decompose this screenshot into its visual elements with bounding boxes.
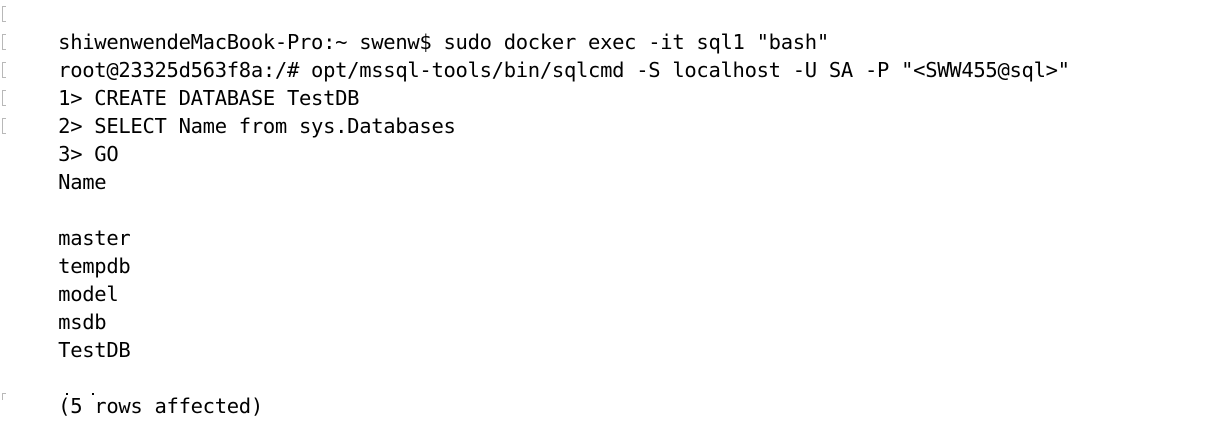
blank-line [0, 336, 1214, 364]
line-marker [2, 6, 6, 22]
clipped-glyph [92, 393, 94, 395]
line-text: tempdb [58, 254, 131, 278]
result-row: model [0, 252, 1214, 306]
result-divider: ----------------------------------------… [0, 168, 1214, 196]
line-marker [2, 393, 6, 400]
sql-line-3: 3> GO [0, 112, 1214, 166]
sql-line-2: 2> SELECT Name from sys.Databases [0, 84, 1214, 138]
result-row: tempdb [0, 224, 1214, 278]
sql-line-1: 1> CREATE DATABASE TestDB [0, 56, 1214, 110]
result-row: TestDB [0, 308, 1214, 362]
line-text: msdb [58, 310, 107, 334]
line-text: model [58, 282, 119, 306]
line-marker [2, 118, 6, 134]
line-marker [2, 90, 6, 106]
result-row: master [0, 196, 1214, 250]
command-line-docker-exec: shiwenwendeMacBook-Pro:~ swenw$ sudo doc… [0, 0, 1214, 54]
line-text: TestDB [58, 338, 131, 362]
line-text: 1> CREATE DATABASE TestDB [58, 86, 360, 110]
command-line-sqlcmd: root@23325d563f8a:/# opt/mssql-tools/bin… [0, 28, 1214, 82]
line-marker [2, 34, 6, 50]
result-column-header: Name [0, 140, 1214, 194]
result-row: msdb [0, 280, 1214, 334]
line-text: shiwenwendeMacBook-Pro:~ swenw$ sudo doc… [58, 30, 829, 54]
line-marker [2, 62, 6, 78]
line-text: master [58, 226, 131, 250]
terminal-window[interactable]: shiwenwendeMacBook-Pro:~ swenw$ sudo doc… [0, 0, 1214, 418]
clipped-glyph [66, 393, 68, 395]
line-text: 3> GO [58, 142, 119, 166]
line-text: Name [58, 170, 107, 194]
line-text: root@23325d563f8a:/# opt/mssql-tools/bin… [58, 58, 1070, 82]
rows-affected-message: (5 rows affected) [0, 364, 1214, 418]
line-text: 2> SELECT Name from sys.Databases [58, 114, 456, 138]
clipped-next-prompt [0, 393, 120, 400]
